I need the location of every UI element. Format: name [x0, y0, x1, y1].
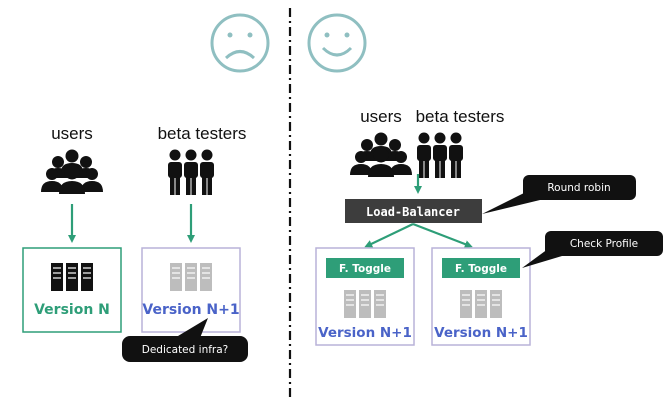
load-balancer-label: Load-Balancer [366, 205, 460, 219]
users-group-icon [41, 149, 103, 194]
beta-testers-icon [168, 149, 214, 195]
right-users-label: users [360, 107, 402, 126]
version-left-label: Version N+1 [318, 325, 412, 341]
version-n1-label: Version N+1 [142, 302, 239, 318]
version-right-label: Version N+1 [434, 325, 528, 341]
server-rack-icon [169, 262, 213, 292]
users-group-icon [350, 132, 412, 177]
arrow-lb-to-left-instance [364, 223, 414, 248]
load-balancer-box [345, 199, 482, 223]
server-rack-icon [459, 289, 503, 319]
server-rack-icon [343, 289, 387, 319]
feature-toggle-left-label: F. Toggle [339, 263, 391, 275]
happy-face-icon [307, 13, 367, 73]
feature-toggle-left [326, 258, 404, 278]
arrow-lb-to-right-instance [412, 222, 473, 248]
feature-toggle-right-label: F. Toggle [455, 263, 507, 275]
right-beta-label: beta testers [416, 107, 505, 126]
left-beta-label: beta testers [158, 124, 247, 143]
callout-check-profile: Check Profile [522, 231, 663, 268]
server-rack-icon [50, 262, 94, 292]
beta-testers-icon [417, 132, 463, 178]
left-users-label: users [51, 124, 93, 143]
callout-round-robin: Round robin [482, 175, 636, 214]
svg-text:Dedicated infra?: Dedicated infra? [142, 344, 229, 356]
version-n-label: Version N [34, 302, 110, 318]
callout-dedicated-infra: Dedicated infra? [122, 318, 248, 362]
feature-toggle-right [442, 258, 520, 278]
svg-text:Check Profile: Check Profile [570, 238, 638, 250]
svg-text:Round robin: Round robin [547, 182, 610, 194]
sad-face-icon [210, 13, 270, 73]
